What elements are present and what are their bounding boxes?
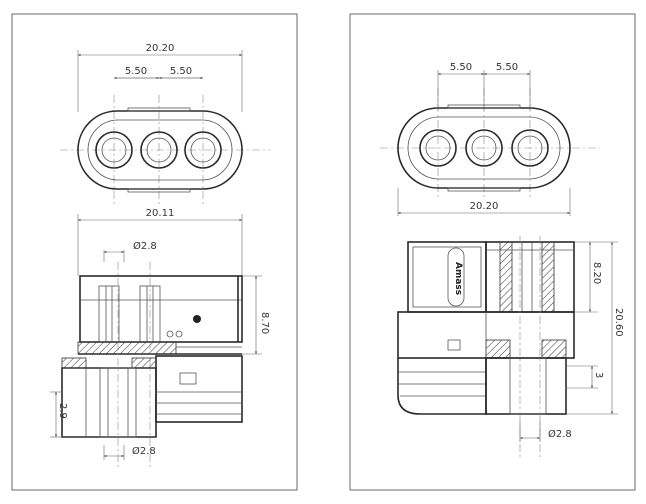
right-frame bbox=[349, 13, 636, 491]
left-side-width-label: 20.11 bbox=[146, 208, 175, 219]
right-pin-diameter-label: Ø2.8 bbox=[548, 428, 572, 440]
right-plug-face bbox=[380, 88, 600, 200]
right-total-height-label: 20.60 bbox=[613, 308, 624, 337]
right-side-section: Amass 8.20 20.60 3 bbox=[397, 236, 624, 460]
right-top-dimensions: 5.50 5.50 20.20 bbox=[397, 62, 571, 216]
right-brand-label: Amass bbox=[453, 262, 463, 295]
left-side-section: 20.11 Ø2.8 bbox=[50, 208, 270, 470]
left-pin-diameter-top-label: Ø2.8 bbox=[133, 240, 157, 252]
left-top-dimensions: 20.20 5.50 5.50 bbox=[77, 43, 243, 112]
right-pitch-a-label: 5.50 bbox=[450, 62, 472, 73]
left-pitch-b-label: 5.50 bbox=[170, 66, 192, 77]
left-overall-width-label: 20.20 bbox=[146, 43, 175, 54]
left-plug-face bbox=[60, 95, 270, 205]
left-pitch-a-label: 5.50 bbox=[125, 66, 147, 77]
right-pitch-b-label: 5.50 bbox=[496, 62, 518, 73]
left-height-label: 8.70 bbox=[259, 312, 270, 334]
left-frame bbox=[11, 13, 298, 491]
right-upper-height-label: 8.20 bbox=[591, 262, 602, 284]
left-lower-height-label: 2.9 bbox=[57, 403, 68, 419]
right-overall-width-label: 20.20 bbox=[470, 201, 499, 212]
right-lower-height-label: 3 bbox=[593, 372, 604, 378]
left-pin-diameter-bottom-label: Ø2.8 bbox=[132, 445, 156, 457]
